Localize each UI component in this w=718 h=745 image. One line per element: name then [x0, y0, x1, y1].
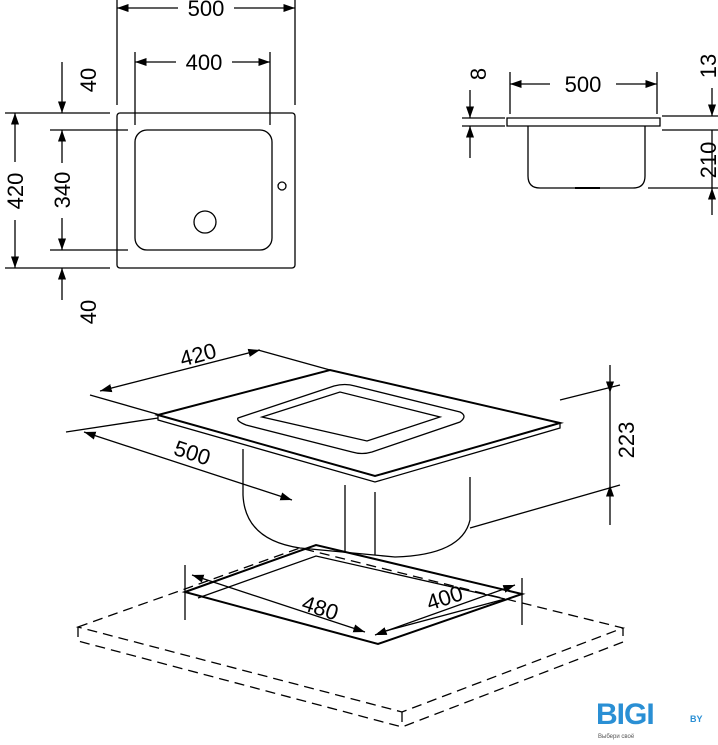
dim-depth-inner: 340: [50, 172, 75, 209]
bowl-opening: [237, 383, 465, 455]
tap-hole: [277, 181, 287, 191]
bigi-logo[interactable]: BIGI BY Выбери своё: [596, 700, 716, 745]
sink-top: [154, 368, 564, 478]
rim: [506, 117, 661, 127]
dim-cutout-width: 480: [299, 590, 342, 625]
dim-side-width: 500: [565, 72, 602, 97]
dim-width-outer: 500: [188, 0, 225, 21]
dim-iso-depth: 420: [177, 338, 219, 372]
dim-iso-width: 500: [171, 435, 214, 470]
bowl-outline: [134, 129, 273, 251]
dim-margin-top: 40: [76, 68, 101, 92]
countertop: [75, 547, 626, 713]
top-view: 500 400 420 340 40 40: [3, 0, 296, 324]
cutout: [181, 543, 526, 646]
dim-bowl-depth: 210: [696, 142, 718, 179]
dim-width-inner: 400: [186, 50, 223, 75]
dim-iso-height: 223: [614, 422, 639, 459]
dim-depth-outer: 420: [3, 173, 28, 210]
side-view: 500 8 13 210: [462, 54, 718, 215]
logo-tagline: Выбери своё: [598, 734, 635, 740]
dim-rim-thickness: 8: [466, 68, 491, 80]
dim-cutout-depth: 400: [423, 580, 466, 615]
isometric-view: 420 500 223 480 400: [65, 338, 639, 728]
dim-margin-bottom: 40: [76, 300, 101, 324]
logo-suffix: BY: [690, 714, 703, 724]
bowl-side: [527, 126, 646, 189]
dim-rim-height: 13: [696, 54, 718, 78]
drain-hole: [193, 210, 217, 234]
logo-name: BIGI: [596, 698, 655, 731]
sink-outline: [116, 112, 296, 269]
bowl-body: [242, 449, 471, 558]
